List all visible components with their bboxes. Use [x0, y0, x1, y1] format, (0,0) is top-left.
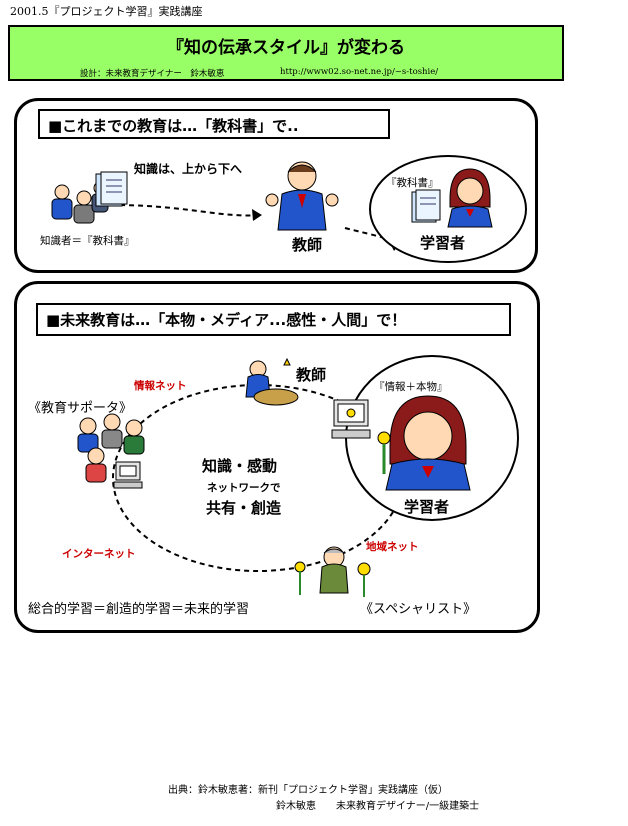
- header-label: 2001.5『プロジェクト学習』実践講座: [10, 5, 203, 18]
- panel-future-heading: ■未来教育は…「本物・メディア...感性・人間」で！: [36, 303, 511, 336]
- center-share-label: 共有・創造: [206, 499, 282, 517]
- computer-with-flower-icon: [331, 399, 371, 439]
- flow-arrow-2: [344, 227, 399, 243]
- supporter-label: 《教育サポータ》: [28, 401, 133, 416]
- regional-net-label: 地域ネット: [366, 541, 419, 553]
- specialist-label: 《スペシャリスト》: [360, 602, 477, 617]
- student-icon-past: [447, 168, 493, 228]
- learner-label-past: 学習者: [420, 234, 466, 252]
- learner-label-future: 学習者: [404, 498, 450, 516]
- title-box: 『知の伝承スタイル』が変わる 設計：未来教育デザイナー 鈴木敏恵 http://…: [8, 25, 564, 81]
- flow-arrowhead: [252, 209, 262, 221]
- source-label: 知識者＝『教科書』: [40, 235, 135, 247]
- info-net-label: 情報ネット: [134, 380, 187, 392]
- panel-past-heading: ■これまでの教育は…「教科書」で..: [38, 109, 390, 139]
- learner-bubble-label-past: 『教科書』: [386, 177, 439, 189]
- teacher-label-future: 教師: [296, 366, 327, 384]
- center-knowledge-label: 知識・感動: [202, 457, 278, 475]
- teacher-at-desk-icon: [245, 357, 299, 406]
- page-title: 『知の伝承スタイル』が変わる: [167, 38, 405, 58]
- teacher-icon-past: [265, 161, 339, 231]
- flow-arrow: [119, 204, 263, 217]
- footer-source: 出典：鈴木敏恵著：新刊「プロジェクト学習」実践講座（仮）: [168, 785, 448, 796]
- textbook-icon: [95, 171, 128, 207]
- flow-label: 知識は、上から下へ: [134, 162, 243, 176]
- author-url[interactable]: http://www02.so-net.ne.jp/~s-toshie/: [280, 67, 439, 77]
- textbook-icon-learner: [411, 189, 441, 223]
- footer-author: 鈴木敏恵 未来教育デザイナー/一級建築士: [276, 801, 480, 812]
- student-icon-future: [377, 395, 471, 491]
- designer-credit: 設計：未来教育デザイナー 鈴木敏恵: [80, 69, 225, 79]
- center-network-label: ネットワークで: [207, 482, 281, 494]
- supporters-group-icon: [77, 413, 145, 489]
- teacher-label-past: 教師: [292, 236, 323, 254]
- summary-label: 総合的学習＝創造的学習＝未来的学習: [28, 602, 250, 617]
- specialist-icon: [294, 546, 371, 597]
- internet-label: インターネット: [62, 548, 136, 560]
- learner-bubble-label-future: 『情報＋本物』: [374, 381, 448, 393]
